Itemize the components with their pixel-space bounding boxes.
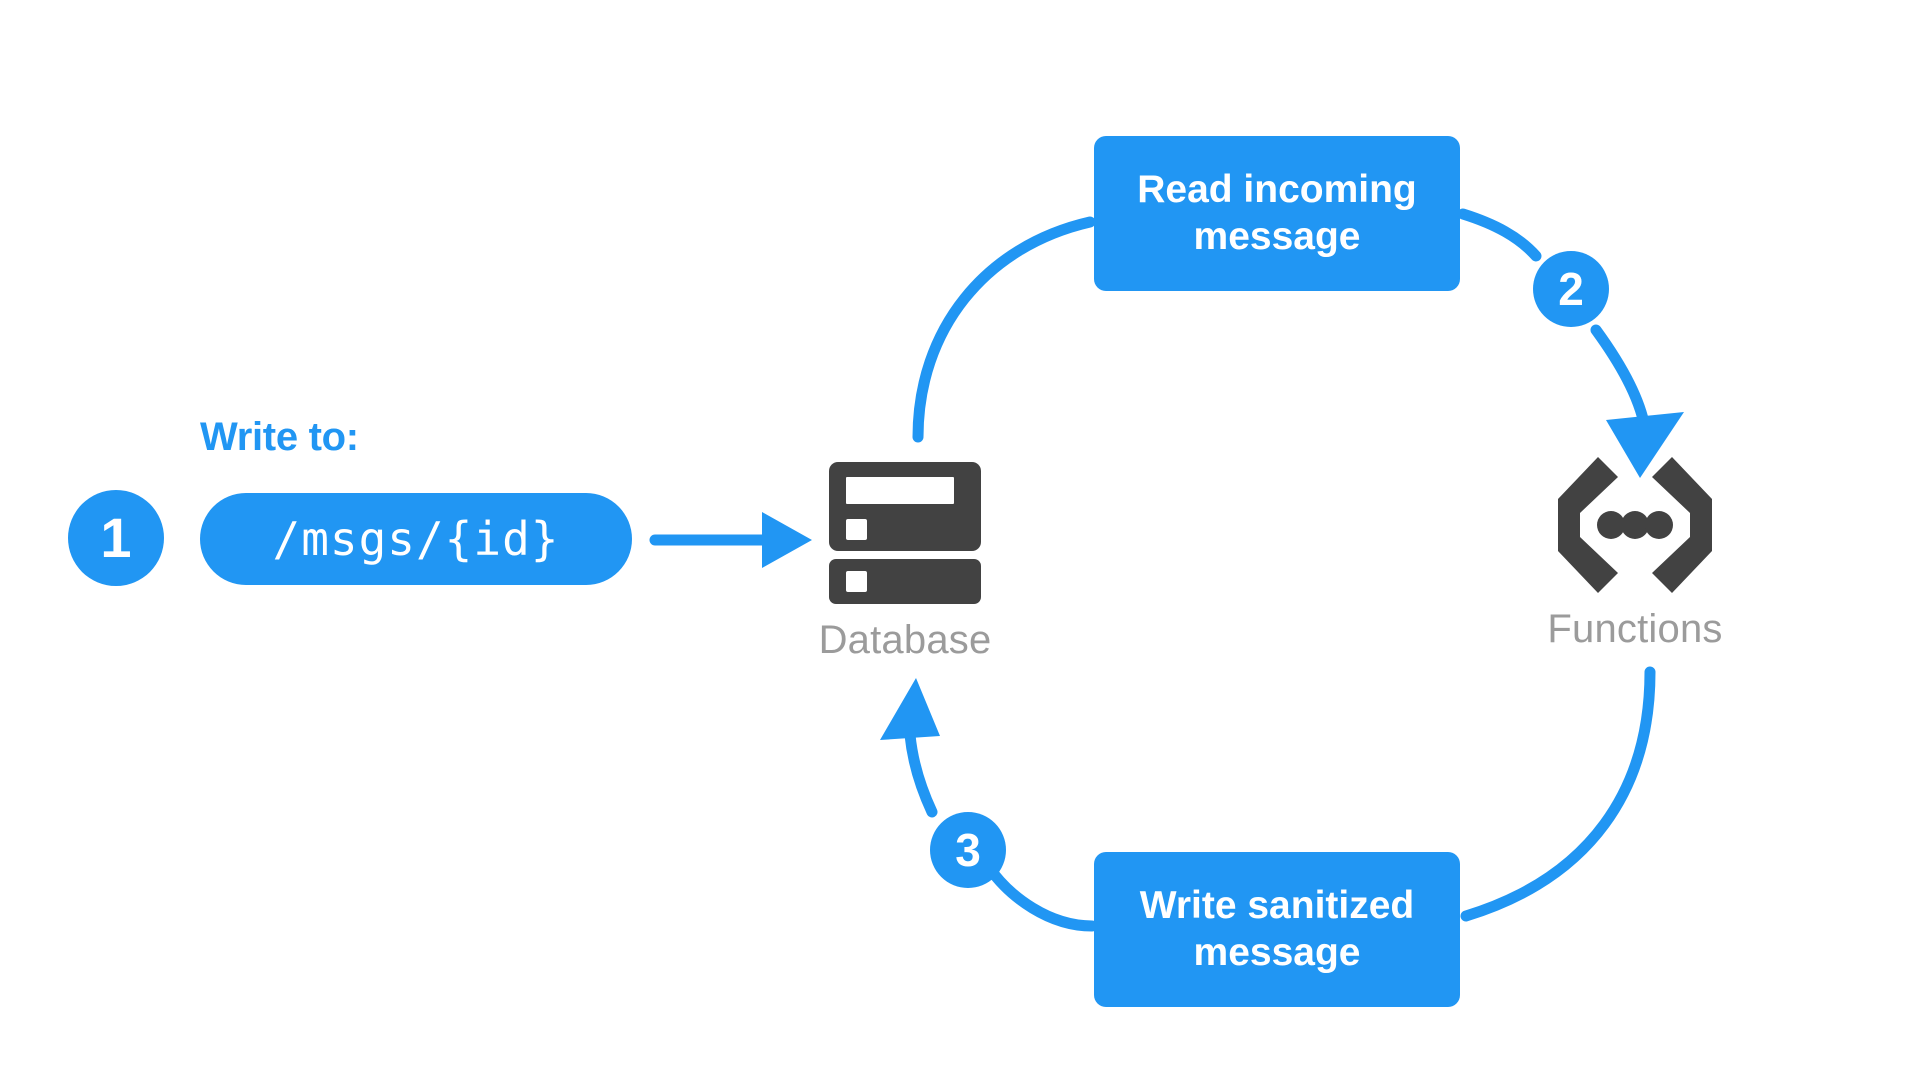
write-to-label: Write to: (200, 415, 359, 459)
database-slot-bar (846, 477, 954, 504)
flow-box-read-text: Read incoming message (1137, 167, 1417, 259)
step-badge-2: 2 (1533, 251, 1609, 327)
curve-functions-to-write (1460, 666, 1656, 922)
database-icon (829, 462, 981, 604)
database-led-top (846, 519, 867, 540)
node-functions[interactable]: Functions (1520, 455, 1750, 652)
node-database[interactable]: Database (790, 462, 1020, 663)
functions-brackets-icon (1558, 457, 1712, 593)
flow-box-read-line2: message (1193, 214, 1361, 258)
functions-label: Functions (1547, 607, 1723, 651)
database-top-unit (829, 462, 981, 551)
step-badge-1: 1 (68, 490, 164, 586)
database-bottom-unit (829, 559, 981, 604)
database-led-bottom (846, 571, 867, 592)
arrow-pill-to-database (649, 512, 812, 568)
curve-read-to-badge2 (1457, 208, 1542, 262)
step-badge-3: 3 (930, 812, 1006, 888)
arrow-badge3-to-database (880, 678, 940, 818)
flow-box-write-line1: Write sanitized (1139, 884, 1415, 928)
curve-database-to-read (912, 216, 1096, 443)
flow-box-write-line2: message (1193, 930, 1361, 974)
curve-write-to-badge3 (982, 860, 1098, 932)
database-label: Database (818, 618, 992, 662)
flow-box-write-text: Write sanitized message (1140, 883, 1415, 975)
flow-box-read-line1: Read incoming (1137, 168, 1417, 212)
flow-box-read-incoming-message[interactable]: Read incoming message (1094, 136, 1460, 291)
database-path-pill[interactable]: /msgs/{id} (200, 493, 632, 585)
flow-box-write-sanitized-message[interactable]: Write sanitized message (1094, 852, 1460, 1007)
